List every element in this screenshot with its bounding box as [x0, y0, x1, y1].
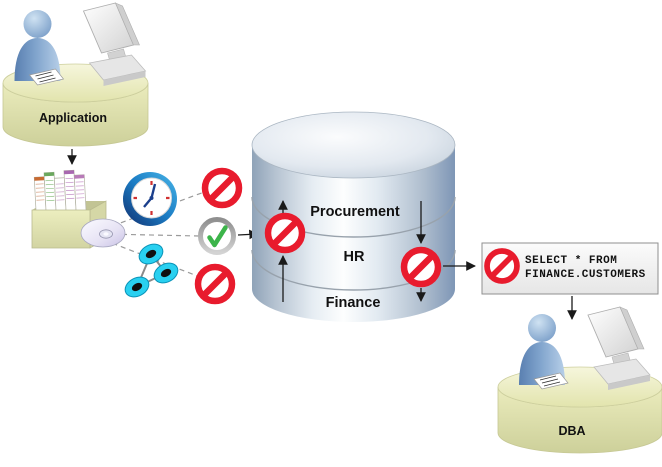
network-node: [150, 258, 182, 288]
schema-divider: [251, 196, 456, 238]
query-box: SELECT * FROM FINANCE.CUSTOMERS: [481, 242, 659, 295]
document-sheet: [43, 171, 57, 214]
dba-label: DBA: [558, 424, 585, 438]
network-node: [135, 239, 167, 269]
clock-icon: [123, 172, 177, 226]
network-icon: [121, 239, 182, 302]
dashed-connector-check: [103, 233, 200, 237]
document-sheet: [63, 169, 77, 213]
dashed-connector-network: [103, 239, 201, 278]
query-sql-line1: SELECT * FROM: [525, 255, 617, 267]
network-node: [121, 272, 153, 302]
no-entry-icon-bottom: [198, 267, 232, 301]
schema-label-hr: HR: [344, 249, 365, 265]
cd-icon: [80, 218, 126, 248]
no-entry-icon-query: [487, 251, 517, 281]
document-sheet: [33, 176, 47, 214]
no-entry-icon-top: [205, 171, 239, 205]
no-entry-icon-realm-right: [404, 250, 438, 284]
schema-label-procurement: Procurement: [310, 204, 400, 220]
schema-divider: [251, 249, 456, 291]
document-sheet: [73, 174, 87, 212]
no-entry-icon-realm-left: [268, 216, 302, 250]
application-label: Application: [39, 111, 107, 125]
schema-label-finance: Finance: [326, 295, 381, 311]
check-icon: [201, 220, 234, 253]
query-sql-line2: FINANCE.CUSTOMERS: [525, 269, 646, 281]
